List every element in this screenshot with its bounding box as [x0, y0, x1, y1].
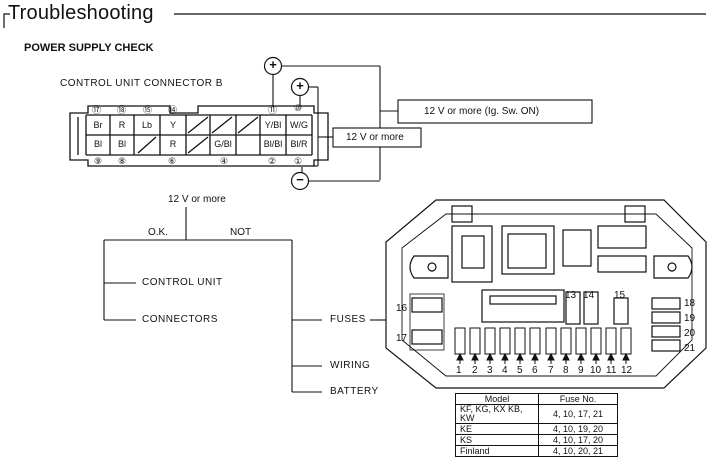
plus-sign: +: [269, 57, 277, 72]
voltage-batt-box: [332, 127, 422, 148]
fuse-number: 6: [532, 365, 538, 376]
pin-number: ⑮: [143, 105, 153, 115]
flow-ok-label: O.K.: [148, 227, 169, 238]
wire-color-cell: Bl: [93, 139, 102, 149]
wire-color-cell: Y/Bl: [264, 120, 282, 130]
fuse-number: 17: [396, 333, 408, 344]
fuse-number: 14: [583, 290, 595, 301]
connector-label: CONTROL UNIT CONNECTOR B: [60, 78, 223, 89]
flow-voltage-label: 12 V or more: [168, 194, 226, 205]
flowchart-lines: [103, 207, 386, 393]
wire-color-cell: Bl: [117, 139, 126, 149]
flow-not-label: NOT: [230, 227, 252, 238]
fuse-box: [385, 199, 707, 389]
fuse-number: 9: [578, 365, 584, 376]
table-cell-model: KS: [455, 434, 539, 446]
pin-number: ⑩: [294, 103, 303, 113]
fuse-number: 4: [502, 365, 508, 376]
flow-item-fuses: FUSES: [330, 314, 366, 325]
fuse-number: 8: [563, 365, 569, 376]
pin-number: ⑭: [168, 105, 178, 115]
wire-color-cell: R: [169, 139, 177, 149]
fuse-number: 16: [396, 303, 408, 314]
plus-probe-icon: [290, 77, 310, 97]
table-cell-fuses: 4, 10, 17, 21: [538, 404, 618, 424]
flow-item-wiring: WIRING: [330, 360, 371, 371]
fuse-number: 12: [621, 365, 633, 376]
fuse-number: 1: [456, 365, 462, 376]
section-heading: POWER SUPPLY CHECK: [24, 42, 154, 54]
table-header-fuse: Fuse No.: [538, 393, 618, 405]
pin-number: ④: [220, 156, 229, 166]
probe-lines: [272, 65, 398, 182]
pin-number: ⑱: [117, 105, 127, 115]
fuse-number: 3: [487, 365, 493, 376]
fuse-number: 5: [517, 365, 523, 376]
pin-number: ⑰: [92, 105, 102, 115]
table-cell-model: KE: [455, 423, 539, 435]
minus-sign: −: [296, 172, 304, 187]
pin-number: ⑪: [268, 105, 278, 115]
plus-probe-icon: [263, 56, 283, 76]
table-row: KS 4, 10, 17, 20: [455, 434, 618, 446]
flow-item-control-unit: CONTROL UNIT: [142, 277, 223, 288]
page-title: Troubleshooting: [8, 2, 154, 24]
flow-item-battery: BATTERY: [330, 386, 379, 397]
connector-housing: [69, 105, 329, 167]
voltage-batt-label: 12 V or more: [346, 132, 404, 143]
wire-color-cell: Br: [93, 120, 103, 130]
bottom-fuses: [454, 327, 632, 355]
fuse-number: 15: [614, 290, 626, 301]
table-header-model: Model: [455, 393, 539, 405]
wire-color-cell: Bl/Bl: [263, 139, 283, 149]
flow-item-connectors: CONNECTORS: [142, 314, 218, 325]
header-frame-left: [3, 13, 10, 28]
pin-number: ②: [268, 156, 277, 166]
fuse-number: 2: [472, 365, 478, 376]
table-row: Finland 4, 10, 20, 21: [455, 445, 618, 457]
wire-color-cell: G/Bl: [214, 139, 232, 149]
fuse-number: 18: [684, 298, 696, 309]
wire-color-cell: W/G: [290, 120, 308, 130]
fuse-number: 10: [590, 365, 602, 376]
pin-number: ⑧: [118, 156, 127, 166]
wire-color-cell: Y: [169, 120, 176, 130]
voltage-ign-label: 12 V or more (Ig. Sw. ON): [424, 106, 540, 117]
table-row: KF, KG, KX KB, KW 4, 10, 17, 21: [455, 404, 618, 424]
fuse-number: 21: [684, 343, 696, 354]
table-cell-fuses: 4, 10, 19, 20: [538, 423, 618, 435]
minus-probe-icon: [290, 171, 310, 191]
wire-color-cell: R: [118, 120, 126, 130]
table-cell-fuses: 4, 10, 17, 20: [538, 434, 618, 446]
fuse-arrows: [456, 352, 630, 364]
voltage-ign-box: [397, 99, 593, 124]
wire-color-cell: Bl/R: [290, 139, 308, 149]
fuse-number: 11: [606, 365, 617, 376]
table-cell-fuses: 4, 10, 20, 21: [538, 445, 618, 457]
fuse-number: 19: [684, 313, 696, 324]
table-cell-model: KF, KG, KX KB, KW: [455, 404, 539, 424]
plus-sign: +: [296, 78, 304, 93]
fuse-table: Model Fuse No. KF, KG, KX KB, KW 4, 10, …: [455, 393, 618, 457]
wire-color-cell: Lb: [141, 120, 152, 130]
fuse-number: 13: [565, 290, 577, 301]
pin-number: ①: [294, 156, 303, 166]
table-header-row: Model Fuse No.: [455, 393, 618, 405]
pin-number: ⑥: [168, 156, 177, 166]
pin-number: ⑨: [94, 156, 103, 166]
fuse-number: 7: [548, 365, 554, 376]
table-row: KE 4, 10, 19, 20: [455, 423, 618, 435]
fuse-number: 20: [684, 328, 696, 339]
table-cell-model: Finland: [455, 445, 539, 457]
